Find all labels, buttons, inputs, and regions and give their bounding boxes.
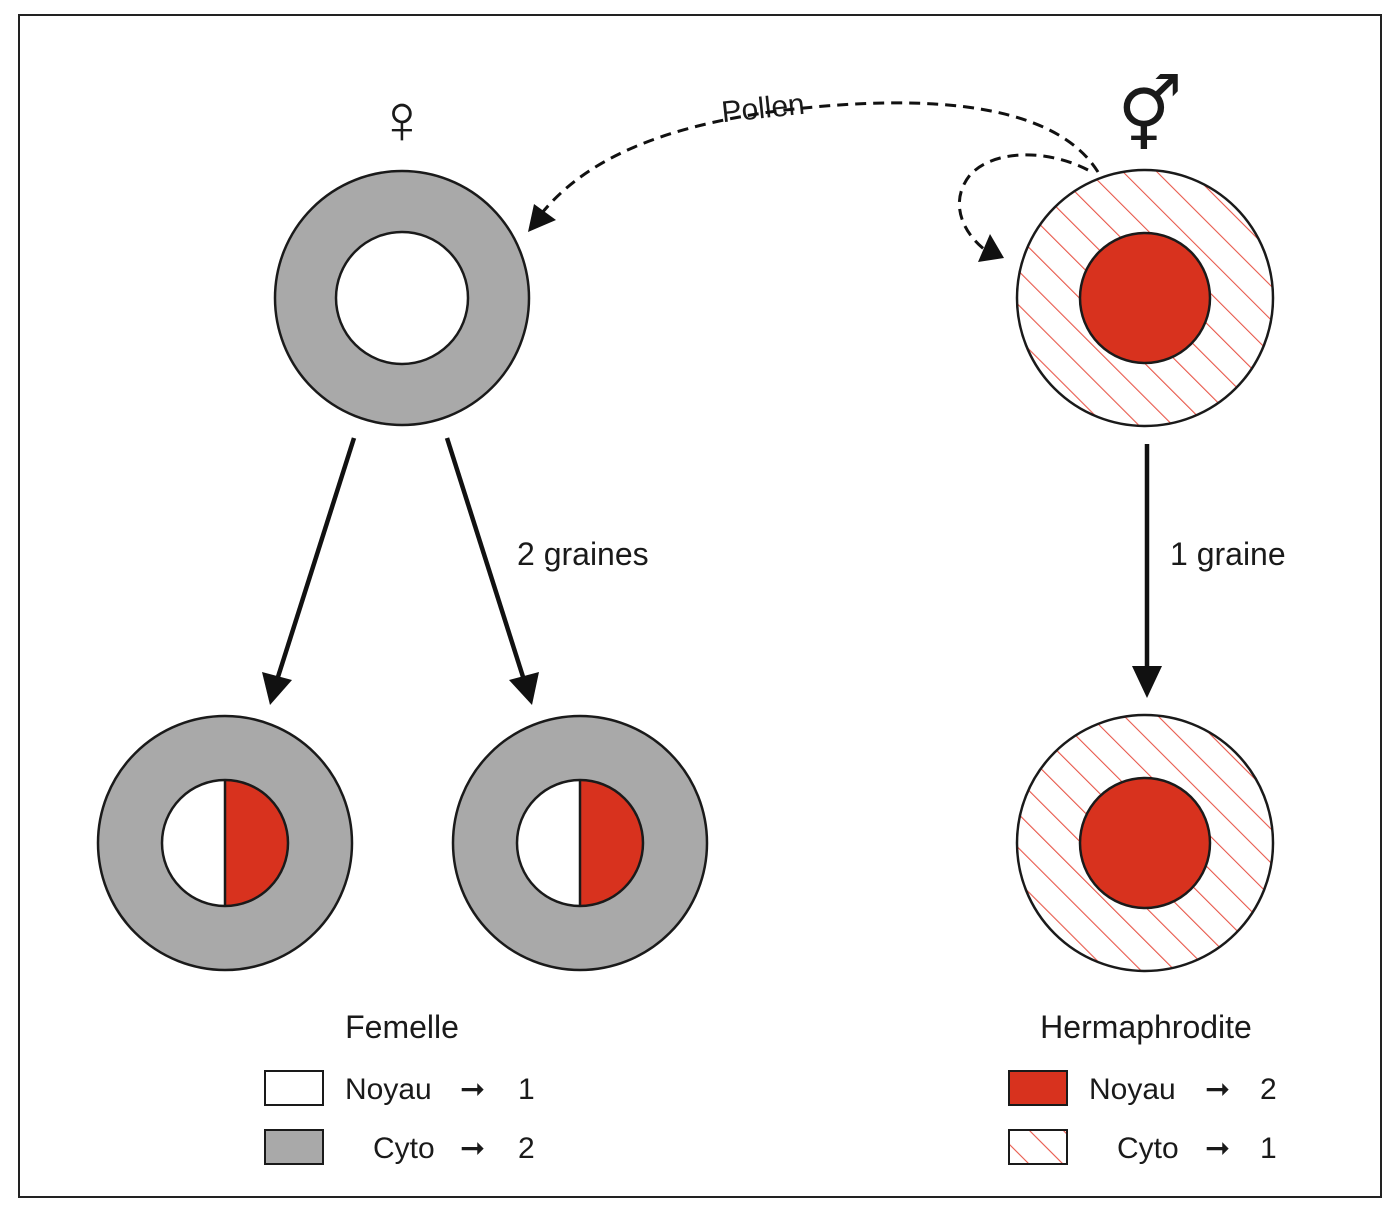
female-legend: Noyau ➞ 1 Cyto ➞ 2	[264, 1070, 535, 1165]
legend-value: 2	[518, 1132, 535, 1165]
female-symbol: ♀	[376, 80, 429, 158]
female-title: Femelle	[345, 1009, 459, 1045]
female-parent-cell	[273, 169, 531, 427]
legend-arrow: ➞	[460, 1073, 485, 1106]
legend-swatch-grey	[264, 1129, 324, 1165]
pollen-arrowhead	[528, 204, 556, 232]
seed-arrowhead-left	[262, 672, 292, 705]
female-offspring-cell-1	[96, 714, 354, 972]
legend-term: Cyto	[373, 1132, 435, 1165]
seed-arrowhead-right	[509, 672, 539, 705]
herm-seeds-label: 1 graine	[1170, 536, 1286, 572]
herm-title: Hermaphrodite	[1040, 1009, 1252, 1045]
legend-term: Noyau	[1089, 1073, 1176, 1106]
legend-value: 1	[518, 1073, 535, 1106]
pollen-arrow	[533, 101, 1100, 223]
seed-arrowhead-herm	[1132, 666, 1162, 698]
hermaphrodite-offspring-cell	[1015, 713, 1275, 973]
diagram-frame	[18, 14, 1382, 1198]
legend-value: 1	[1260, 1132, 1277, 1165]
seed-arrow-right	[444, 437, 527, 681]
legend-term: Cyto	[1117, 1132, 1179, 1165]
legend-arrow: ➞	[460, 1132, 485, 1165]
legend-swatch-red	[1008, 1070, 1068, 1106]
seed-arrow-left	[274, 437, 357, 681]
hermaphrodite-parent-cell	[1015, 168, 1275, 428]
hermaphrodite-symbol: ⚥	[1117, 74, 1182, 156]
legend-arrow: ➞	[1205, 1073, 1230, 1106]
female-offspring-cell-2	[451, 714, 709, 972]
self-pollen-arrowhead	[978, 234, 1004, 262]
self-pollen-arrow	[957, 153, 1089, 252]
legend-arrow: ➞	[1205, 1132, 1230, 1165]
herm-legend: Noyau ➞ 2 Cyto ➞ 1	[1008, 1070, 1277, 1165]
female-seeds-label: 2 graines	[517, 536, 649, 572]
legend-swatch-white	[264, 1070, 324, 1106]
legend-value: 2	[1260, 1073, 1277, 1106]
legend-swatch-hatched	[1008, 1129, 1068, 1165]
legend-term: Noyau	[345, 1073, 432, 1106]
